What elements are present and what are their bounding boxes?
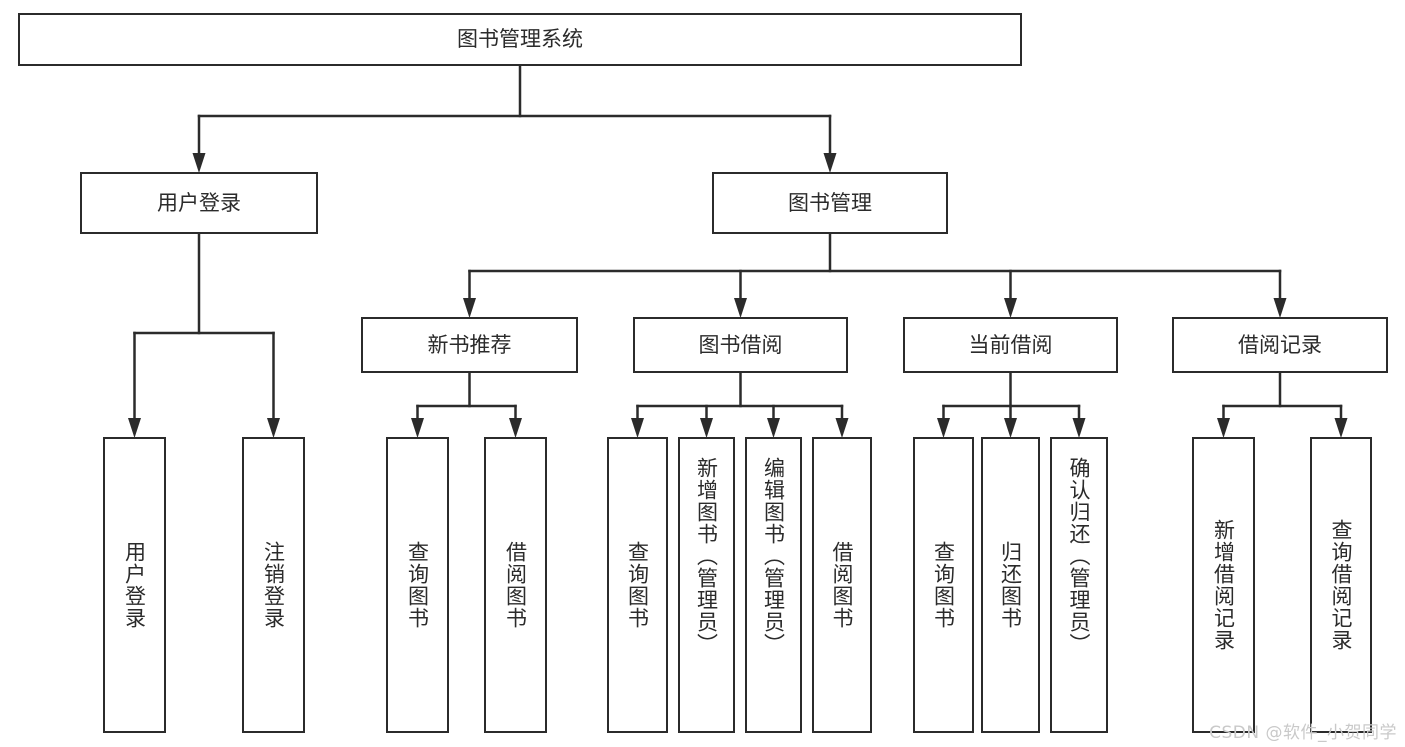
node-leaf-query-borrow-record-label: 查询借阅记录 xyxy=(1329,519,1354,651)
node-leaf-edit-book-label: 编辑图书（管理员） xyxy=(761,457,786,655)
node-leaf-add-borrow-record-label: 新增借阅记录 xyxy=(1211,519,1236,651)
node-book-borrowing-label: 图书借阅 xyxy=(698,332,783,357)
node-new-book-recommendation-label: 新书推荐 xyxy=(427,332,512,357)
node-book-management[interactable]: 图书管理 xyxy=(712,172,948,234)
node-user-login[interactable]: 用户登录 xyxy=(80,172,318,234)
node-leaf-add-book-label: 新增图书（管理员） xyxy=(694,457,719,655)
node-book-borrowing[interactable]: 图书借阅 xyxy=(633,317,848,373)
node-leaf-borrow-book-b[interactable]: 借阅图书 xyxy=(812,437,872,733)
node-current-borrowing-label: 当前借阅 xyxy=(968,332,1053,357)
node-leaf-logout[interactable]: 注销登录 xyxy=(242,437,305,733)
node-user-login-label: 用户登录 xyxy=(157,190,241,215)
node-leaf-return-book-label: 归还图书 xyxy=(998,541,1023,629)
node-leaf-query-book-c-label: 查询图书 xyxy=(931,541,956,629)
node-borrowing-record[interactable]: 借阅记录 xyxy=(1172,317,1388,373)
node-leaf-confirm-return[interactable]: 确认归还（管理员） xyxy=(1050,437,1108,733)
node-book-management-label: 图书管理 xyxy=(788,190,872,215)
node-borrowing-record-label: 借阅记录 xyxy=(1238,332,1322,357)
node-leaf-edit-book[interactable]: 编辑图书（管理员） xyxy=(745,437,802,733)
node-leaf-borrow-book-a-label: 借阅图书 xyxy=(503,541,528,629)
node-leaf-query-book-a[interactable]: 查询图书 xyxy=(386,437,449,733)
node-leaf-borrow-book-a[interactable]: 借阅图书 xyxy=(484,437,547,733)
node-new-book-recommendation[interactable]: 新书推荐 xyxy=(361,317,578,373)
node-leaf-query-book-b[interactable]: 查询图书 xyxy=(607,437,668,733)
node-root-label: 图书管理系统 xyxy=(457,27,583,52)
node-leaf-query-book-b-label: 查询图书 xyxy=(625,541,650,629)
node-root[interactable]: 图书管理系统 xyxy=(18,13,1022,66)
node-leaf-add-borrow-record[interactable]: 新增借阅记录 xyxy=(1192,437,1255,733)
node-leaf-logout-label: 注销登录 xyxy=(261,541,286,629)
node-leaf-add-book[interactable]: 新增图书（管理员） xyxy=(678,437,735,733)
node-leaf-query-book-c[interactable]: 查询图书 xyxy=(913,437,974,733)
csdn-watermark: CSDN @软件_小贺同学 xyxy=(1209,723,1397,743)
node-leaf-borrow-book-b-label: 借阅图书 xyxy=(830,541,855,629)
node-leaf-query-borrow-record[interactable]: 查询借阅记录 xyxy=(1310,437,1372,733)
node-leaf-user-login[interactable]: 用户登录 xyxy=(103,437,166,733)
node-leaf-user-login-label: 用户登录 xyxy=(122,541,147,629)
node-leaf-confirm-return-label: 确认归还（管理员） xyxy=(1067,457,1092,655)
node-leaf-query-book-a-label: 查询图书 xyxy=(405,541,430,629)
node-current-borrowing[interactable]: 当前借阅 xyxy=(903,317,1118,373)
node-leaf-return-book[interactable]: 归还图书 xyxy=(981,437,1040,733)
